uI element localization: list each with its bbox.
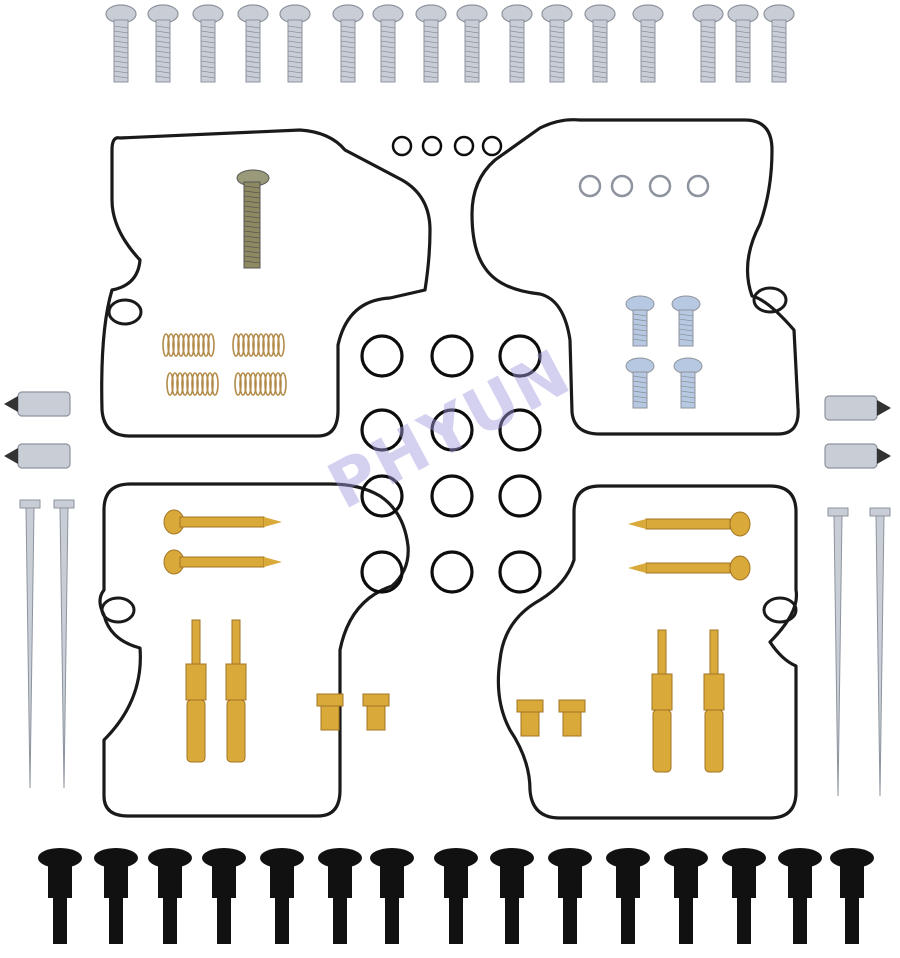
short-screw (671, 295, 701, 347)
float-needle (824, 443, 891, 469)
jet-needle (827, 507, 849, 797)
silver-screw (632, 4, 664, 83)
spring (234, 372, 287, 396)
black-bolt (664, 848, 708, 944)
silver-screw (501, 4, 533, 83)
o-ring (360, 334, 404, 378)
float-bowl-gasket (496, 484, 799, 820)
black-bolt (434, 848, 478, 944)
silver-screw (332, 4, 364, 83)
o-ring (498, 408, 542, 452)
pilot-screw (163, 549, 282, 575)
silver-screw (372, 4, 404, 83)
small-o-ring (421, 135, 443, 157)
short-screw (625, 357, 655, 409)
o-ring (360, 550, 404, 594)
needle-jet (703, 629, 725, 773)
washer (648, 174, 672, 198)
washer (686, 174, 710, 198)
black-bolt (148, 848, 192, 944)
small-o-ring (481, 135, 503, 157)
silver-screw (727, 4, 759, 83)
gasket-loop (107, 298, 143, 326)
float-needle (4, 391, 71, 417)
gasket-loop (762, 596, 798, 624)
silver-screw (541, 4, 573, 83)
o-ring (430, 408, 474, 452)
silver-screw (105, 4, 137, 83)
float-bowl-gasket (98, 482, 410, 818)
black-bolt (318, 848, 362, 944)
black-bolt (94, 848, 138, 944)
gasket-loop (752, 286, 788, 314)
float-bowl-gasket (100, 128, 432, 438)
gasket-loop (100, 596, 136, 624)
black-bolt (722, 848, 766, 944)
o-ring (498, 474, 542, 518)
jet-needle (19, 499, 41, 789)
o-ring (498, 334, 542, 378)
black-bolt (38, 848, 82, 944)
silver-screw (415, 4, 447, 83)
pilot-screw (628, 511, 751, 537)
o-ring (430, 474, 474, 518)
main-jet (558, 699, 586, 737)
spring (162, 333, 215, 357)
silver-screw (692, 4, 724, 83)
o-ring (498, 550, 542, 594)
black-bolt (202, 848, 246, 944)
silver-screw (192, 4, 224, 83)
silver-screw (763, 4, 795, 83)
washer (610, 174, 634, 198)
small-o-ring (391, 135, 413, 157)
pilot-screw (163, 509, 282, 535)
main-jet (516, 699, 544, 737)
washer (578, 174, 602, 198)
black-bolt (260, 848, 304, 944)
jet-needle (53, 499, 75, 789)
silver-screw (237, 4, 269, 83)
black-bolt (830, 848, 874, 944)
main-jet (362, 693, 390, 731)
black-bolt (778, 848, 822, 944)
float-needle (4, 443, 71, 469)
silver-screw (147, 4, 179, 83)
main-jet (316, 693, 344, 731)
black-bolt (490, 848, 534, 944)
spring (232, 333, 285, 357)
jet-needle (869, 507, 891, 797)
spring (166, 372, 219, 396)
adjuster-screw (236, 169, 270, 269)
o-ring (360, 474, 404, 518)
small-o-ring (453, 135, 475, 157)
black-bolt (548, 848, 592, 944)
o-ring (430, 550, 474, 594)
short-screw (673, 357, 703, 409)
needle-jet (225, 619, 247, 763)
pilot-screw (628, 555, 751, 581)
o-ring (360, 408, 404, 452)
float-bowl-gasket (470, 118, 800, 436)
float-needle (824, 395, 891, 421)
o-ring (430, 334, 474, 378)
silver-screw (584, 4, 616, 83)
needle-jet (651, 629, 673, 773)
silver-screw (456, 4, 488, 83)
black-bolt (606, 848, 650, 944)
needle-jet (185, 619, 207, 763)
silver-screw (279, 4, 311, 83)
short-screw (625, 295, 655, 347)
black-bolt (370, 848, 414, 944)
